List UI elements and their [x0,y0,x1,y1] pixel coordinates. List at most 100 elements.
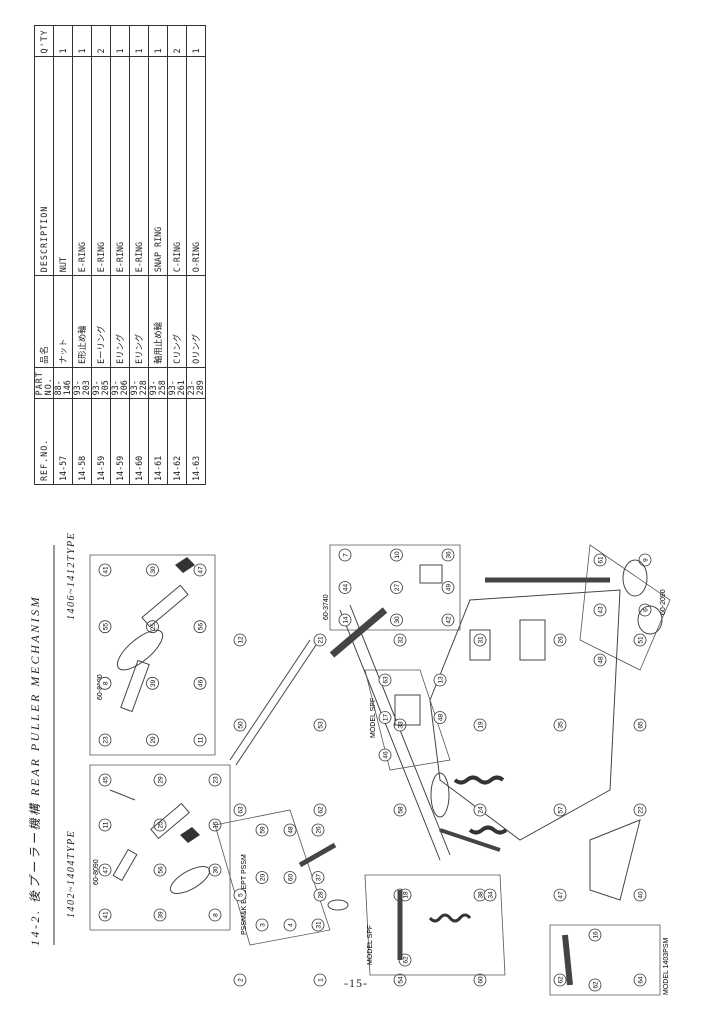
callout-circle [378,748,392,762]
callout-number: 24 [478,806,485,814]
callout-number: 65 [638,721,645,729]
callout-number: 48 [598,656,605,664]
callout-number: 14 [343,616,350,624]
callout-circle [378,673,392,687]
callout-number: 23 [103,736,110,744]
callout-number: 31 [478,636,485,644]
callout-number: 63 [238,806,245,814]
callout-circle [255,918,269,932]
callout-number: 8 [103,681,110,685]
callout-circle [588,928,602,942]
callout-number: 5 [238,893,245,897]
callout-number: 32 [398,636,405,644]
callout-circle [98,863,112,877]
callout-number: 10 [394,551,401,559]
callout-number: 41 [103,566,110,574]
callout-circle [638,603,652,617]
panel-spf-bottom-label: MODEL SPF [367,925,374,965]
panel-1403-label: MODEL 1403PSM [663,938,670,995]
callout-number: 41 [103,911,110,919]
callout-circle [393,973,407,987]
callout-number: 60 [288,874,295,882]
callout-circle [441,548,455,562]
callout-number: 51 [638,636,645,644]
callout-circle [193,733,207,747]
callout-circle [553,718,567,732]
callout-circle [193,676,207,690]
callout-circle [473,973,487,987]
callout-number: 25 [158,821,165,829]
callout-number: 49 [446,584,453,592]
callout-circle [553,973,567,987]
callout-circle [233,633,247,647]
callout-circle [338,548,352,562]
callout-number: 40 [638,891,645,899]
callout-circle [255,823,269,837]
callout-circle [378,711,392,724]
callout-circle [153,908,167,922]
callout-circle [98,773,112,787]
callout-number: 62 [593,981,600,989]
callout-circle [233,888,247,902]
callout-circle [473,633,487,647]
callout-circle [98,676,112,690]
callout-circle [390,581,403,594]
page-number: -15- [344,976,368,990]
callout-number: 3 [260,923,267,927]
callout-number: 36 [446,551,453,559]
callout-number: 30 [394,616,401,624]
callout-circle [553,803,567,817]
callout-number: 9 [643,558,650,562]
callout-number: 1 [318,978,325,982]
callout-circle [255,871,269,884]
callout-number: 6 [643,608,650,612]
callout-number: 57 [558,806,565,814]
callout-number: 56 [198,623,205,631]
callout-circle [313,718,327,732]
callout-number: 60 [478,976,485,984]
callout-number: 7 [343,553,350,557]
callout-number: 63 [383,676,390,684]
callout-circle [283,918,297,932]
main-assembly: 1221323126515053331935656362582457225285… [229,577,647,987]
callout-number: 48 [438,714,445,722]
callout-number: 46 [198,679,205,687]
callout-circle [390,548,403,562]
callout-number: 26 [316,826,323,834]
callout-number: 4 [288,923,295,927]
callout-number: 55 [103,623,110,631]
callout-circle [633,973,647,987]
callout-number: 47 [198,566,205,574]
callout-number: 62 [558,976,565,984]
callout-circle [311,918,325,932]
callout-circle [146,563,159,577]
callout-circle [153,818,167,832]
callout-circle [483,888,497,902]
callout-circle [593,553,607,567]
callout-number: 28 [318,891,325,899]
callout-circle [98,620,112,634]
callout-number: 30 [150,566,157,574]
callout-circle [153,773,167,787]
callout-number: 47 [103,866,110,874]
callout-number: 39 [150,679,157,687]
callout-circle [146,676,159,690]
callout-circle [283,823,297,837]
callout-number: 20 [260,874,267,882]
callout-circle [633,888,647,902]
callout-circle [553,633,567,647]
callout-number: 11 [198,736,205,743]
callout-number: 19 [478,721,485,729]
callout-number: 12 [238,636,245,644]
callout-circle [98,908,112,922]
callout-circle [338,581,352,594]
callout-circle [588,978,602,992]
callout-number: 18 [403,891,410,899]
callout-circle [98,818,112,832]
callout-number: 50 [238,721,245,729]
